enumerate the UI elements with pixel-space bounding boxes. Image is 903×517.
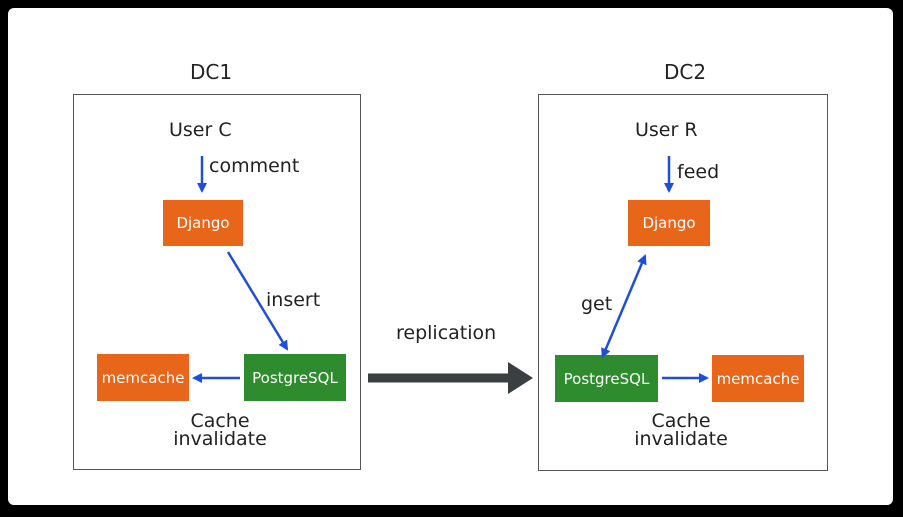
- dc2-get-arrow: [601, 254, 647, 359]
- dc1-request-label: comment: [209, 155, 300, 177]
- dc1-django-node: Django: [163, 200, 243, 246]
- dc1-caption-line2: invalidate: [173, 428, 267, 450]
- dc1-postgresql-node: PostgreSQL: [244, 354, 346, 401]
- dc2-request-label: feed: [677, 161, 720, 183]
- dc2-container: [538, 94, 828, 471]
- replication-arrow-head: [508, 362, 533, 394]
- dc1-insert-arrow: [226, 251, 289, 351]
- dc1-container: [73, 94, 361, 470]
- diagram-arrows: [192, 156, 709, 394]
- dc2-memcache-node: memcache: [712, 355, 804, 402]
- dc1-title: DC1: [190, 60, 233, 84]
- dc1-memcache-node: memcache: [97, 354, 189, 401]
- dc2-django-node: Django: [628, 200, 710, 246]
- diagram-canvas: DC1 User C comment Django insert Postgre…: [8, 8, 893, 505]
- dc2-caption-line1: Cache: [651, 410, 711, 432]
- dc2-user-label: User R: [635, 119, 698, 141]
- dc2-cache-invalidate-caption: Cache invalidate: [621, 410, 741, 450]
- dc1-insert-label: insert: [266, 289, 321, 311]
- dc2-caption-line2: invalidate: [634, 428, 728, 450]
- dc1-cache-invalidate-caption: Cache invalidate: [160, 410, 280, 450]
- dc1-caption-line1: Cache: [190, 410, 250, 432]
- dc2-title: DC2: [664, 60, 707, 84]
- dc1-user-label: User C: [169, 119, 232, 141]
- replication-label: replication: [396, 322, 497, 344]
- dc2-postgresql-node: PostgreSQL: [555, 355, 658, 402]
